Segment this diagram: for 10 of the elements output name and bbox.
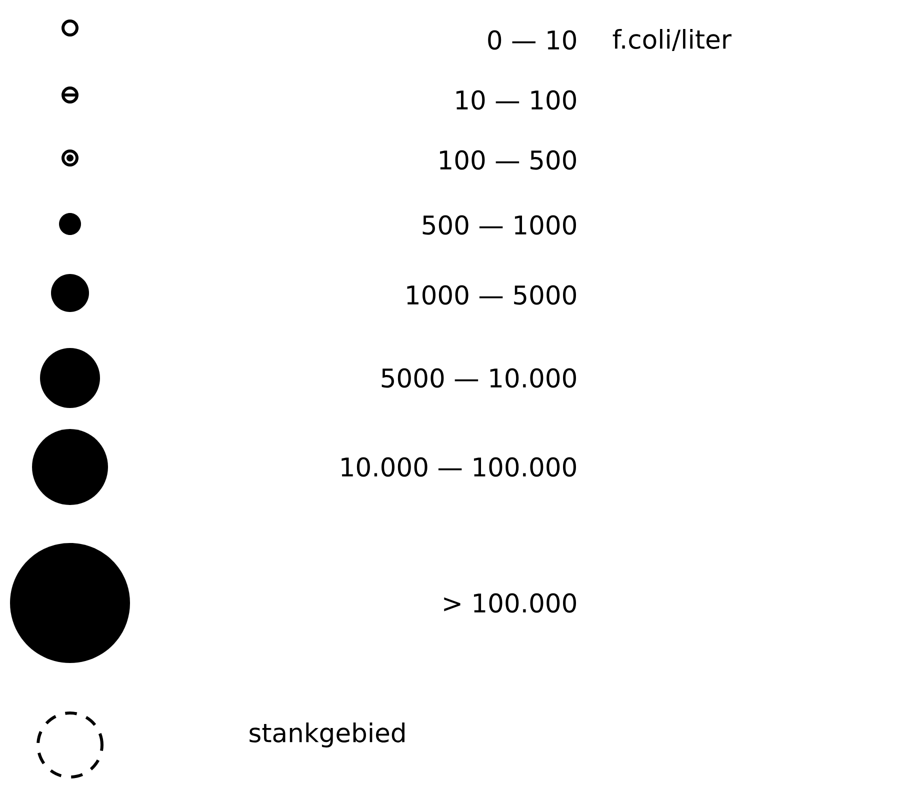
legend-text: stankgebied: [250, 722, 404, 748]
legend-text: 0 — 10: [488, 30, 576, 50]
legend-text: > 100.000: [444, 593, 576, 613]
legend-text: 100 — 500: [440, 150, 576, 170]
legend-text: 5000 — 10.000: [382, 368, 576, 388]
legend-text: 10.000 — 100.000: [342, 457, 576, 477]
legend-text: 10 — 100: [456, 90, 576, 110]
legend-text: 500 — 1000: [422, 215, 576, 235]
unit-label: f.coli/liter: [612, 29, 732, 51]
legend-text: 1000 — 5000: [407, 285, 576, 305]
